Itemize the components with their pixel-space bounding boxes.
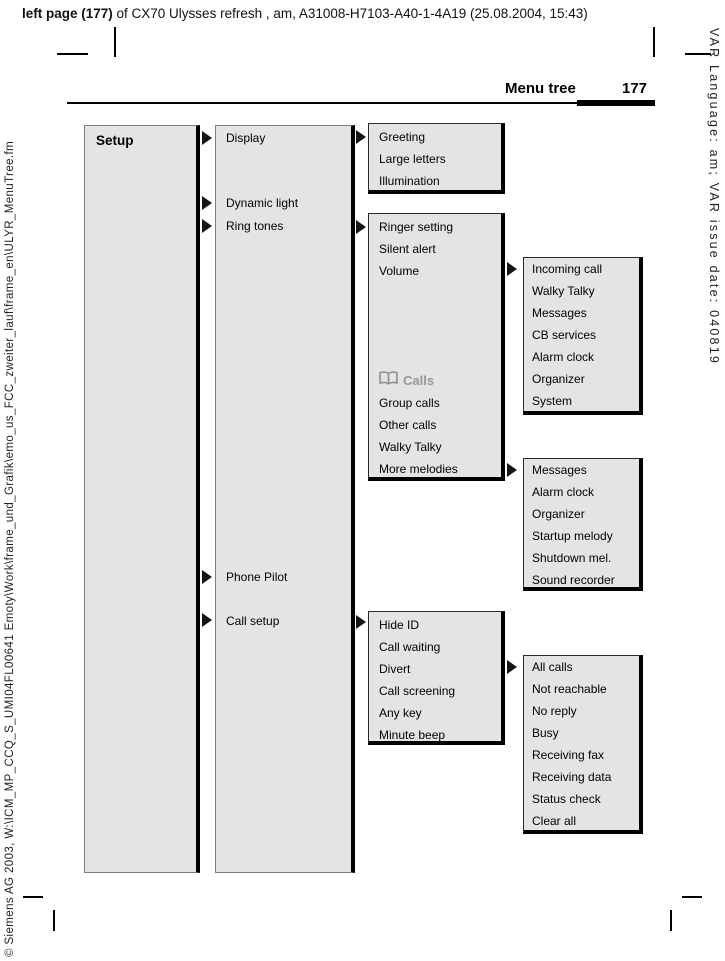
calls-section-label: Calls	[403, 373, 435, 388]
right-arrow-icon	[356, 220, 366, 234]
crop-mark-top-right-horizontal	[685, 53, 711, 55]
document-header-rest: of CX70 Ulysses refresh , am, A31008-H71…	[112, 6, 588, 21]
menu-item: Minute beep	[379, 728, 446, 742]
right-arrow-icon	[202, 613, 212, 627]
menu-item: Large letters	[379, 152, 446, 166]
menu-item-call-setup: Call setup	[226, 614, 280, 628]
header-rule-thin	[67, 102, 577, 104]
menu-item: Clear all	[532, 814, 577, 828]
menu-item: Alarm clock	[532, 350, 595, 364]
menu-item: Receiving data	[532, 770, 612, 784]
menu-item: Walky Talky	[532, 284, 595, 298]
crop-mark-top-left-horizontal	[57, 53, 88, 55]
menu-item: Organizer	[532, 507, 585, 521]
right-arrow-icon	[202, 131, 212, 145]
menu-item: Greeting	[379, 130, 426, 144]
menu-item: Receiving fax	[532, 748, 605, 762]
setup-root-box: Setup	[84, 125, 200, 873]
page-title: Menu tree	[505, 80, 576, 97]
menu-item: Startup melody	[532, 529, 613, 543]
crop-mark-top-right-vertical	[653, 27, 655, 57]
crop-mark-bottom-right-horizontal	[682, 896, 702, 898]
right-arrow-icon	[356, 130, 366, 144]
document-header-line: left page (177) of CX70 Ulysses refresh …	[22, 6, 588, 21]
right-arrow-icon	[202, 219, 212, 233]
menu-item-dynamic-light: Dynamic light	[226, 196, 299, 210]
menu-item-phone-pilot: Phone Pilot	[226, 570, 288, 584]
menu-item: System	[532, 394, 573, 408]
menu-item: CB services	[532, 328, 597, 342]
menu-item: Any key	[379, 706, 422, 720]
menu-item: Busy	[532, 726, 559, 740]
menu-item: Other calls	[379, 418, 437, 432]
left-margin-note: © Siemens AG 2003, W:\ICM_MP_CCQ_S_UMI04…	[4, 140, 16, 957]
menu-item: Walky Talky	[379, 440, 442, 454]
level2-box	[215, 125, 355, 873]
header-rule-thick	[577, 100, 655, 106]
menu-item: Volume	[379, 264, 420, 278]
calls-section-header: Calls	[379, 370, 501, 392]
display-submenu-box: Greeting Large letters Illumination	[368, 123, 505, 194]
submenu-spacer	[379, 282, 501, 370]
crop-mark-bottom-left-horizontal	[23, 896, 43, 898]
menu-item: Call waiting	[379, 640, 441, 654]
open-book-icon	[379, 370, 398, 392]
call-setup-submenu-box: Hide ID Call waiting Divert Call screeni…	[368, 611, 505, 745]
more-melodies-submenu-box: Messages Alarm clock Organizer Startup m…	[523, 458, 643, 591]
menu-item: Group calls	[379, 396, 440, 410]
menu-item: Call screening	[379, 684, 456, 698]
menu-item: All calls	[532, 660, 573, 674]
right-arrow-icon	[507, 463, 517, 477]
menu-item-ring-tones: Ring tones	[226, 219, 284, 233]
menu-item: Ringer setting	[379, 220, 454, 234]
menu-item-display: Display	[226, 131, 266, 145]
volume-submenu-box: Incoming call Walky Talky Messages CB se…	[523, 257, 643, 415]
menu-item: Shutdown mel.	[532, 551, 612, 565]
page-number: 177	[622, 80, 648, 97]
menu-item: Divert	[379, 662, 411, 676]
menu-item: Status check	[532, 792, 601, 806]
menu-item: Silent alert	[379, 242, 436, 256]
right-margin-note: VAR Language: am; VAR issue date: 040819	[707, 28, 721, 366]
menu-item: No reply	[532, 704, 577, 718]
right-arrow-icon	[507, 660, 517, 674]
menu-item: Messages	[532, 463, 587, 477]
menu-item: Messages	[532, 306, 587, 320]
right-arrow-icon	[507, 262, 517, 276]
menu-item: Not reachable	[532, 682, 607, 696]
menu-item: Sound recorder	[532, 573, 615, 587]
menu-item: More melodies	[379, 462, 458, 476]
ring-tones-submenu-box: Ringer setting Silent alert Volume Calls…	[368, 213, 505, 481]
menu-item: Incoming call	[532, 262, 603, 276]
right-arrow-icon	[202, 196, 212, 210]
right-arrow-icon	[356, 615, 366, 629]
document-header-bold: left page (177)	[22, 6, 113, 21]
setup-label: Setup	[96, 133, 134, 148]
menu-item: Organizer	[532, 372, 585, 386]
menu-item: Illumination	[379, 174, 440, 188]
menu-item: Hide ID	[379, 618, 420, 632]
crop-mark-bottom-left-vertical	[53, 910, 55, 931]
divert-submenu-box: All calls Not reachable No reply Busy Re…	[523, 655, 643, 834]
menu-item: Alarm clock	[532, 485, 595, 499]
right-arrow-icon	[202, 570, 212, 584]
crop-mark-top-left-vertical	[114, 27, 116, 57]
crop-mark-bottom-right-vertical	[670, 910, 672, 931]
